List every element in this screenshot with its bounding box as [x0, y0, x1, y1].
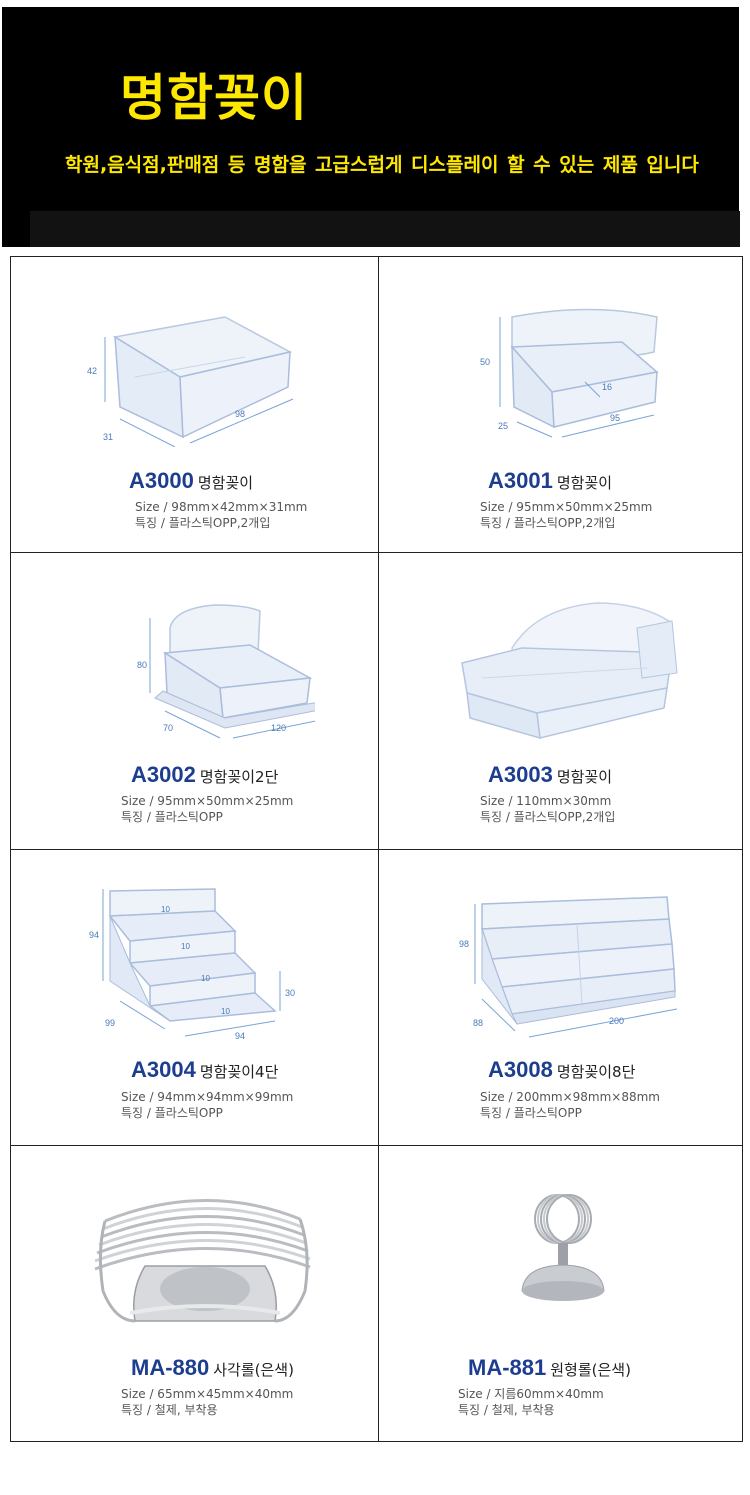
product-feature: 특징 / 플라스틱OPP — [480, 1106, 582, 1120]
product-code: MA-880 — [131, 1355, 210, 1380]
product-feature: 특징 / 플라스틱OPP,2개입 — [480, 516, 616, 530]
dim-label: 25 — [498, 421, 508, 431]
product-image-a3002: 80 70 120 — [137, 604, 315, 739]
product-size: Size / 200mm×98mm×88mm — [480, 1090, 660, 1104]
dim-label: 70 — [163, 723, 173, 733]
product-image-a3003 — [460, 602, 678, 740]
product-size: Size / 94mm×94mm×99mm — [121, 1090, 294, 1104]
product-image-ma881 — [520, 1194, 605, 1301]
product-image-a3000: 42 98 31 — [87, 316, 293, 447]
product-name: 명함꽂이 — [197, 474, 254, 492]
product-size: Size / 95mm×50mm×25mm — [480, 500, 653, 514]
product-size: Size / 65mm×45mm×40mm — [121, 1387, 294, 1401]
banner-subtitle: 학원,음식점,판매점 등 명함을 고급스럽게 디스플레이 할 수 있는 제품 입… — [65, 154, 699, 176]
product-specs: Size / 65mm×45mm×40mm 특징 / 철제, 부착용 — [121, 1386, 293, 1418]
product-specs: Size / 95mm×50mm×25mm 특징 / 플라스틱OPP,2개입 — [480, 499, 652, 531]
grid-divider-row-3 — [11, 1145, 742, 1146]
dim-label: 50 — [480, 357, 490, 367]
product-code: A3008 — [488, 1057, 553, 1082]
product-name: 원형롤(은색) — [550, 1361, 631, 1379]
header-banner: 명함꽂이 학원,음식점,판매점 등 명함을 고급스럽게 디스플레이 할 수 있는… — [2, 7, 740, 247]
product-specs: Size / 지름60mm×40mm 특징 / 철제, 부착용 — [458, 1386, 604, 1418]
dim-label: 120 — [271, 723, 286, 733]
product-image-a3004: 94 10 10 10 10 30 99 94 — [89, 888, 295, 1041]
product-specs: Size / 200mm×98mm×88mm 특징 / 플라스틱OPP — [480, 1089, 660, 1121]
dim-label: 88 — [473, 1018, 483, 1028]
dim-label: 80 — [137, 660, 147, 670]
product-name: 명함꽂이 — [556, 768, 613, 786]
product-image-ma880 — [93, 1199, 311, 1323]
grid-divider-row-1 — [11, 552, 742, 553]
dim-label: 30 — [285, 988, 295, 998]
dim-label: 10 — [221, 1007, 230, 1016]
banner-band — [30, 211, 740, 247]
product-feature: 특징 / 철제, 부착용 — [121, 1403, 218, 1417]
product-size: Size / 지름60mm×40mm — [458, 1387, 604, 1401]
product-image-a3008: 98 88 200 — [459, 896, 677, 1038]
product-code: A3004 — [131, 1057, 196, 1082]
dim-label: 200 — [609, 1016, 624, 1026]
product-feature: 특징 / 철제, 부착용 — [458, 1403, 555, 1417]
product-image-a3001: 50 16 95 25 — [480, 308, 659, 438]
dim-label: 10 — [181, 942, 190, 951]
product-code: A3000 — [129, 468, 194, 493]
dim-label: 99 — [105, 1018, 115, 1028]
product-code: A3002 — [131, 762, 196, 787]
product-name: 명함꽂이4단 — [199, 1063, 279, 1081]
product-code: A3003 — [488, 762, 553, 787]
product-name: 명함꽂이 — [556, 474, 613, 492]
product-name: 명함꽂이2단 — [199, 768, 279, 786]
dim-label: 10 — [201, 974, 210, 983]
product-code: MA-881 — [468, 1355, 547, 1380]
dim-label: 94 — [235, 1031, 245, 1041]
grid-divider-row-2 — [11, 849, 742, 850]
dim-label: 31 — [103, 432, 113, 442]
dim-label: 94 — [89, 930, 99, 940]
product-size: Size / 110mm×30mm — [480, 794, 612, 808]
dim-label: 10 — [161, 905, 170, 914]
product-code: A3001 — [488, 468, 553, 493]
banner-title: 명함꽂이 — [120, 69, 308, 127]
product-feature: 특징 / 플라스틱OPP,2개입 — [135, 516, 271, 530]
product-specs: Size / 98mm×42mm×31mm 특징 / 플라스틱OPP,2개입 — [135, 499, 307, 531]
product-size: Size / 98mm×42mm×31mm — [135, 500, 308, 514]
product-size: Size / 95mm×50mm×25mm — [121, 794, 294, 808]
dim-label: 98 — [459, 939, 469, 949]
dim-label: 98 — [235, 409, 245, 419]
product-specs: Size / 110mm×30mm 특징 / 플라스틱OPP,2개입 — [480, 793, 615, 825]
product-feature: 특징 / 플라스틱OPP,2개입 — [480, 810, 616, 824]
product-feature: 특징 / 플라스틱OPP — [121, 810, 223, 824]
product-specs: Size / 95mm×50mm×25mm 특징 / 플라스틱OPP — [121, 793, 293, 825]
product-name: 사각롤(은색) — [213, 1361, 294, 1379]
product-feature: 특징 / 플라스틱OPP — [121, 1106, 223, 1120]
dim-label: 95 — [610, 413, 620, 423]
product-specs: Size / 94mm×94mm×99mm 특징 / 플라스틱OPP — [121, 1089, 293, 1121]
dim-label: 16 — [602, 382, 612, 392]
product-name: 명함꽂이8단 — [556, 1063, 636, 1081]
dim-label: 42 — [87, 366, 97, 376]
